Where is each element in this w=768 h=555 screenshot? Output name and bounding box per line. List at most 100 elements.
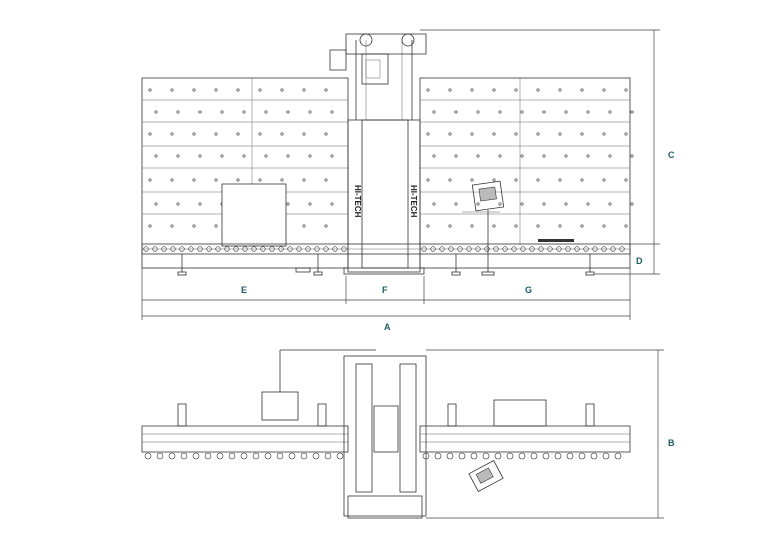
right-glass-panel xyxy=(419,77,631,269)
roller xyxy=(565,246,571,252)
suction-cup xyxy=(258,88,262,92)
suction-cup xyxy=(154,110,158,114)
roller xyxy=(556,246,562,252)
suction-cup xyxy=(198,154,202,158)
suction-cup xyxy=(602,178,606,182)
suction-cup xyxy=(608,154,612,158)
suction-cup xyxy=(308,202,312,206)
label-e: E xyxy=(241,285,247,295)
roller xyxy=(228,452,236,460)
brand-mark-right: HI-TECH xyxy=(409,185,418,218)
roller xyxy=(619,246,625,252)
suction-cup xyxy=(492,88,496,92)
roller xyxy=(240,452,248,460)
roller xyxy=(188,246,194,252)
roller xyxy=(206,246,212,252)
top-right-plate xyxy=(493,399,547,427)
roller xyxy=(592,246,598,252)
suction-cup xyxy=(280,178,284,182)
roller xyxy=(554,452,562,460)
roller xyxy=(538,246,544,252)
roller xyxy=(305,246,311,252)
front-view: HI-TECH HI-TECH xyxy=(141,29,660,320)
suction-cup xyxy=(198,110,202,114)
suction-cup xyxy=(630,110,634,114)
glass-sheet xyxy=(221,183,287,247)
suction-cup xyxy=(514,178,518,182)
suction-cup xyxy=(476,110,480,114)
suction-cup xyxy=(498,110,502,114)
suction-cup xyxy=(258,178,262,182)
suction-cup xyxy=(580,224,584,228)
suction-cup xyxy=(454,202,458,206)
roller xyxy=(143,246,149,252)
suction-cup xyxy=(286,110,290,114)
label-a: A xyxy=(384,322,391,332)
suction-cup xyxy=(602,224,606,228)
suction-cup xyxy=(198,202,202,206)
roller xyxy=(439,246,445,252)
roller xyxy=(482,452,490,460)
roller xyxy=(180,452,188,460)
roller xyxy=(242,246,248,252)
suction-cup xyxy=(476,202,480,206)
roller xyxy=(530,452,538,460)
suction-cup xyxy=(302,132,306,136)
suction-cup xyxy=(624,178,628,182)
suction-cup xyxy=(536,88,540,92)
roller xyxy=(458,452,466,460)
suction-cup xyxy=(476,154,480,158)
dimension-labels: E F G A C D B xyxy=(241,150,675,448)
suction-cup xyxy=(308,154,312,158)
roller xyxy=(224,246,230,252)
suction-cup xyxy=(192,178,196,182)
roller xyxy=(300,452,308,460)
suction-cup xyxy=(214,88,218,92)
suction-cup xyxy=(280,132,284,136)
roller xyxy=(252,452,260,460)
suction-cup xyxy=(192,88,196,92)
roller xyxy=(614,452,622,460)
suction-cup xyxy=(586,154,590,158)
suction-cup xyxy=(302,224,306,228)
roller xyxy=(457,246,463,252)
suction-cup xyxy=(580,88,584,92)
suction-cup xyxy=(536,132,540,136)
suction-cup xyxy=(608,202,612,206)
suction-cup xyxy=(170,224,174,228)
suction-cup xyxy=(448,88,452,92)
roller xyxy=(434,452,442,460)
roller xyxy=(421,246,427,252)
suction-cup xyxy=(630,202,634,206)
suction-cup xyxy=(236,88,240,92)
suction-cup xyxy=(470,88,474,92)
roller xyxy=(312,452,320,460)
roller xyxy=(566,452,574,460)
right-conveyor-top xyxy=(419,425,631,453)
panel-grid xyxy=(142,78,630,245)
roller xyxy=(506,452,514,460)
roller xyxy=(233,246,239,252)
brand-mark-left: HI-TECH xyxy=(353,185,362,218)
suction-cup xyxy=(220,110,224,114)
label-g: G xyxy=(525,285,532,295)
suction-cup xyxy=(242,154,246,158)
roller xyxy=(601,246,607,252)
roller xyxy=(610,246,616,252)
roller xyxy=(204,452,212,460)
roller xyxy=(144,452,152,460)
roller xyxy=(215,246,221,252)
support-legs xyxy=(177,254,595,276)
roller xyxy=(520,246,526,252)
roller xyxy=(216,452,224,460)
suction-cup xyxy=(448,224,452,228)
roller xyxy=(296,246,302,252)
suction-cup xyxy=(330,154,334,158)
roller xyxy=(466,246,472,252)
suction-cup xyxy=(448,132,452,136)
suction-cup xyxy=(432,154,436,158)
suction-cup xyxy=(630,154,634,158)
suction-cup xyxy=(624,132,628,136)
central-column: HI-TECH HI-TECH xyxy=(329,33,427,275)
